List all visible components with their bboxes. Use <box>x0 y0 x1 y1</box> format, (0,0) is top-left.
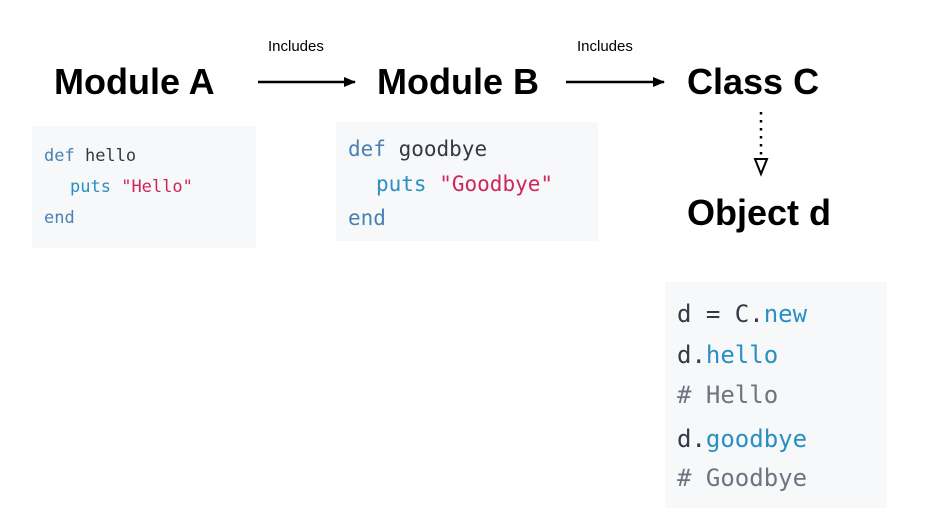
edge-label-a-to-b: Includes <box>268 38 324 55</box>
code-keyword: end <box>44 208 75 228</box>
code-string: "Goodbye" <box>439 172 554 196</box>
code-comment: # Hello <box>677 381 779 409</box>
code-method-name: goodbye <box>385 137 488 161</box>
code-line: end <box>44 210 75 227</box>
code-keyword: puts <box>376 172 427 196</box>
code-keyword: end <box>348 206 386 230</box>
code-line: puts "Hello" <box>70 179 193 196</box>
code-line: end <box>348 208 386 229</box>
code-line: d = C.new <box>677 302 807 326</box>
arrow-c-to-d-head <box>753 158 769 177</box>
code-expression: d. <box>677 341 706 369</box>
code-comment: # Goodbye <box>677 464 808 492</box>
node-module-b: Module B <box>377 61 539 102</box>
code-method-name: hello <box>74 146 137 166</box>
code-string: "Hello" <box>121 177 193 197</box>
code-method-call: hello <box>705 341 779 369</box>
code-keyword: puts <box>70 177 111 197</box>
code-line: d.goodbye <box>677 427 807 451</box>
code-line: puts "Goodbye" <box>376 174 553 195</box>
code-method-call: goodbye <box>705 425 808 453</box>
node-object-d: Object d <box>687 192 832 233</box>
code-method-call: new <box>763 300 808 328</box>
code-keyword: def <box>348 137 386 161</box>
code-line: def hello <box>44 148 136 165</box>
code-keyword: def <box>44 146 75 166</box>
node-class-c: Class C <box>687 61 820 102</box>
node-module-a: Module A <box>54 61 215 102</box>
code-expression: d. <box>677 425 706 453</box>
edge-label-b-to-c: Includes <box>577 38 633 55</box>
code-block-module-a: def hello puts "Hello" end <box>32 126 256 248</box>
code-line: d.hello <box>677 343 778 367</box>
code-line: def goodbye <box>348 139 487 160</box>
code-block-object-d: d = C.new d.hello # Hello d.goodbye # Go… <box>665 282 887 508</box>
code-block-module-b: def goodbye puts "Goodbye" end <box>336 122 598 241</box>
code-expression: d = C. <box>677 300 764 328</box>
